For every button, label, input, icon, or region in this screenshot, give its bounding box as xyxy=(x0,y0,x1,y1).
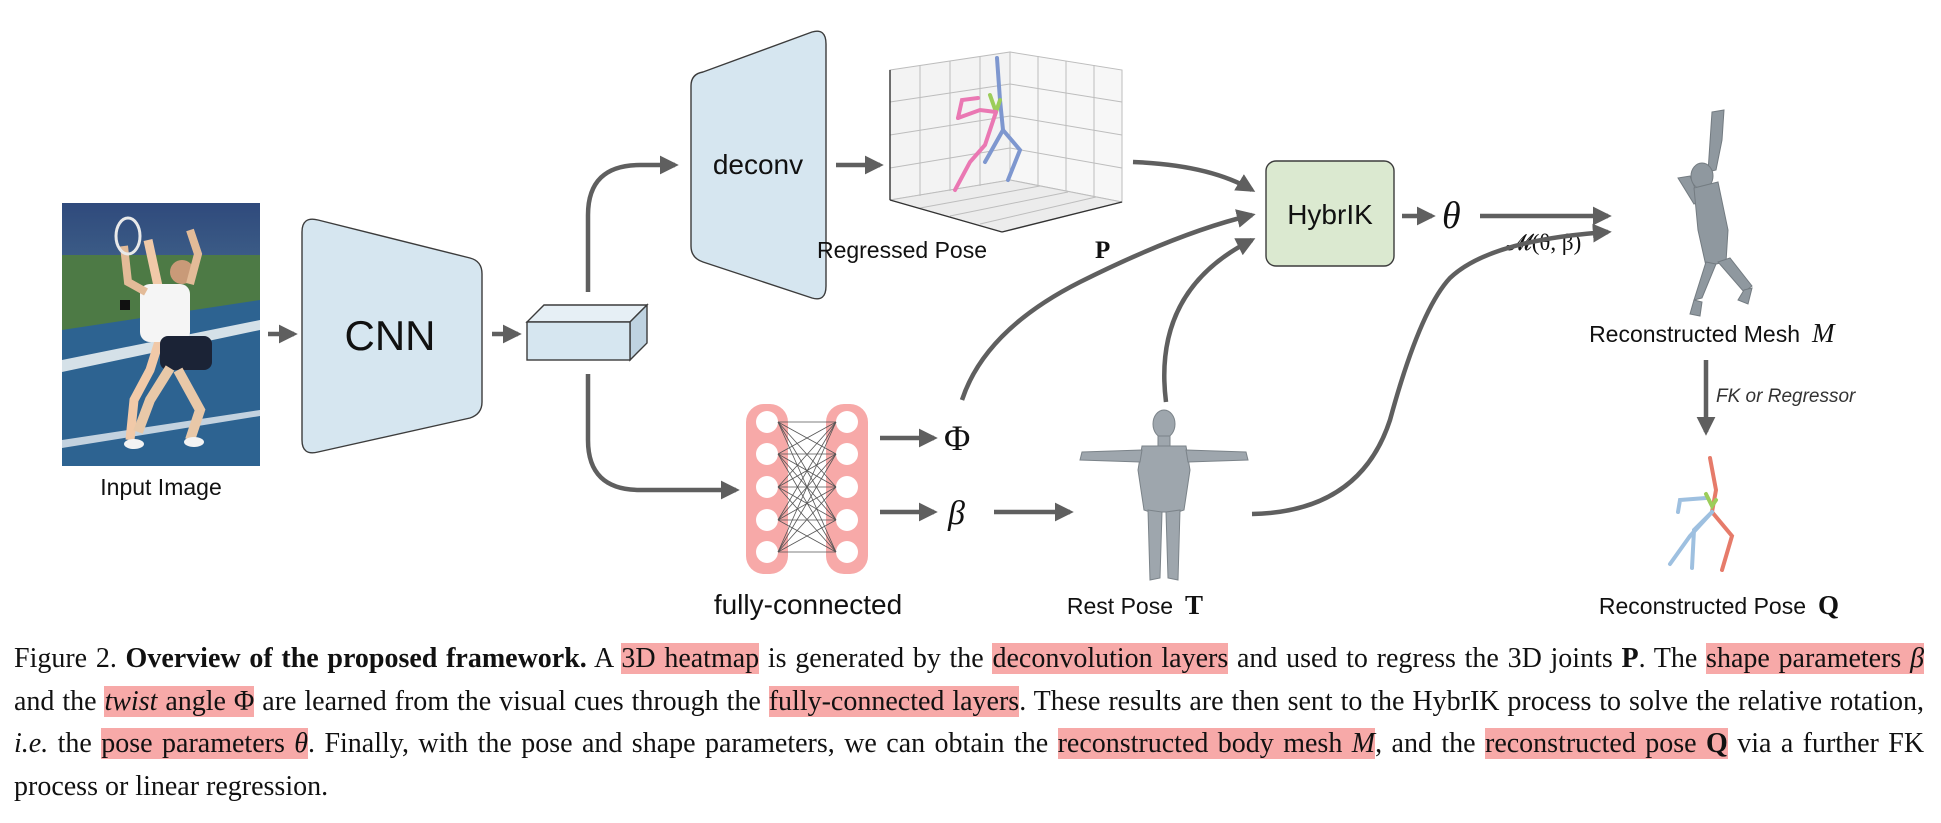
caption-text: A xyxy=(593,643,613,674)
arrow-rest-pose-to-mesh xyxy=(1251,223,1612,517)
beta-symbol: β xyxy=(947,495,965,532)
regressed-pose-label: Regressed Pose xyxy=(817,237,987,263)
rest-pose-label: Rest Pose xyxy=(1067,593,1173,619)
deconv-label: deconv xyxy=(713,149,803,180)
mesh-label: Reconstructed Mesh xyxy=(1589,321,1800,347)
fully-connected-network xyxy=(746,404,868,574)
caption-text: and used to regress the 3D joints xyxy=(1236,643,1613,674)
caption-text: the xyxy=(57,728,92,759)
caption-q-symbol: Q xyxy=(1705,728,1728,759)
caption-highlight-pose: pose parameters θ xyxy=(101,728,309,759)
arrow-rest-pose-to-hybrik xyxy=(1162,237,1256,403)
mesh-symbol: M xyxy=(1811,318,1836,348)
arrow-feature-to-deconv xyxy=(585,155,679,292)
input-image-label: Input Image xyxy=(100,474,221,500)
caption-angle-text: angle xyxy=(165,685,226,717)
reconstructed-skeleton xyxy=(1668,456,1735,572)
caption-highlight-fc: fully-connected layers xyxy=(768,685,1020,717)
caption-p-symbol: P xyxy=(1621,643,1639,674)
caption-mesh-text: reconstructed body mesh xyxy=(1057,728,1343,759)
arrow-phi-to-hybrik xyxy=(959,209,1256,401)
fk-regressor-label: FK or Regressor xyxy=(1716,386,1856,407)
regressed-pose-symbol: P xyxy=(1095,237,1110,264)
hybrik-block xyxy=(1265,160,1395,267)
caption-text: . The xyxy=(1638,643,1698,674)
caption-title: Overview of the proposed framework. xyxy=(125,643,587,674)
caption-highlight-heatmap: 3D heatmap xyxy=(621,643,760,674)
hybrik-label: HybrIK xyxy=(1287,199,1373,230)
regressed-skeleton xyxy=(953,56,1023,192)
arrow-pose-to-hybrik xyxy=(1132,159,1256,192)
caption-highlight-shape: shape parameters β xyxy=(1706,643,1925,674)
caption-highlight-recon-pose: reconstructed pose Q xyxy=(1485,728,1728,759)
caption-text: are learned from the visual cues through… xyxy=(262,685,761,717)
phi-symbol: Φ xyxy=(944,418,970,458)
caption-recon-pose-text: reconstructed pose xyxy=(1485,728,1697,759)
caption-ie-text: i.e. xyxy=(14,728,49,759)
rest-pose-body xyxy=(1079,409,1249,581)
feature-cuboid xyxy=(525,303,649,362)
caption-shape-text: shape parameters xyxy=(1706,643,1902,674)
caption-phi-symbol: Φ xyxy=(233,685,255,717)
caption-highlight-mesh: reconstructed body mesh M xyxy=(1057,728,1376,759)
caption-theta-symbol: θ xyxy=(294,728,309,759)
fully-connected-label: fully-connected xyxy=(714,589,902,620)
caption-text: , and the xyxy=(1375,728,1476,759)
input-image xyxy=(62,203,260,466)
figure-caption: Figure 2. Overview of the proposed frame… xyxy=(14,638,1924,808)
arrow-feature-to-fc xyxy=(585,374,740,500)
caption-m-symbol: M xyxy=(1351,728,1376,759)
caption-text: . These results are then sent to the Hyb… xyxy=(1019,685,1925,717)
reconstructed-pose-symbol: Q xyxy=(1818,590,1839,620)
caption-text: is generated by the xyxy=(767,643,984,674)
reconstructed-mesh-body xyxy=(1677,109,1753,317)
cnn-label: CNN xyxy=(345,312,436,359)
caption-highlight-deconv: deconvolution layers xyxy=(992,643,1229,674)
rest-pose-symbol: T xyxy=(1185,590,1203,620)
caption-text: and the xyxy=(14,685,97,717)
caption-text: . Finally, with the pose and shape param… xyxy=(308,728,1049,759)
caption-figure-number: Figure 2. xyxy=(14,643,117,674)
caption-text: via a further FK process or linear regre… xyxy=(14,728,1925,802)
framework-diagram: Input Image CNN deconv xyxy=(62,30,1856,620)
caption-highlight-twist: twist angle Φ xyxy=(104,685,255,717)
deconv-block xyxy=(690,30,827,300)
caption-pose-text: pose parameters xyxy=(101,728,285,759)
theta-symbol: θ xyxy=(1442,195,1461,237)
caption-twist-text: twist xyxy=(104,685,158,717)
caption-beta-symbol: β xyxy=(1910,643,1925,674)
reconstructed-pose-label: Reconstructed Pose xyxy=(1599,593,1806,619)
cnn-block xyxy=(301,218,483,454)
regressed-pose-plot xyxy=(889,51,1123,233)
